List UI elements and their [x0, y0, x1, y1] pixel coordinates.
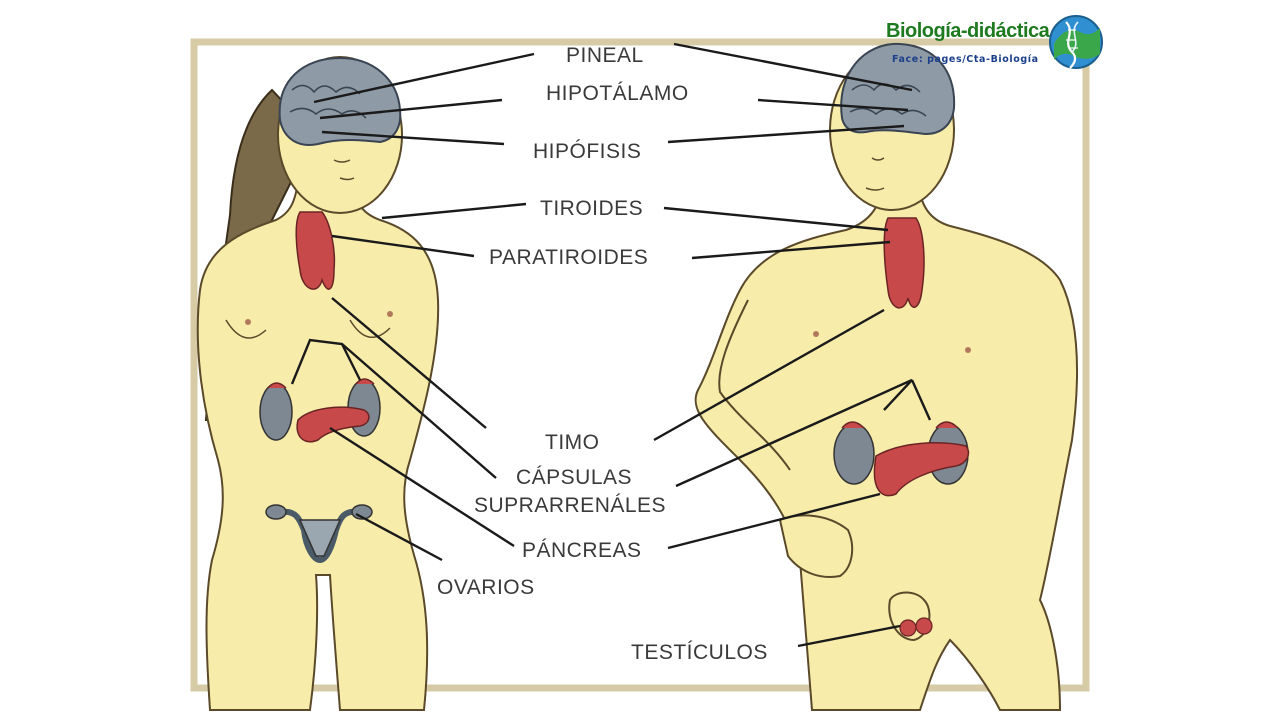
female-brain: [278, 56, 402, 146]
female-uterus-body: [298, 519, 342, 557]
line-pancreas-female: [329, 426, 515, 548]
male-kidney-left: [833, 423, 875, 485]
line-timo-male: [653, 308, 885, 442]
female-breasts: [225, 319, 391, 339]
line-hipotalamo-female: [319, 98, 503, 120]
line-tiroides-male: [663, 206, 889, 232]
male-face: [865, 157, 885, 191]
female-kidney-left: [259, 383, 293, 441]
male-nipple-right: [965, 347, 971, 353]
label-paratiroides: PARATIROIDES: [489, 246, 649, 269]
male-thyroid: [883, 217, 925, 309]
label-pancreas: PÁNCREAS: [522, 539, 642, 562]
male-pancreas: [873, 442, 970, 497]
female-adrenals: [267, 378, 375, 389]
globe-dna-icon: [1049, 15, 1103, 69]
line-pancreas-male: [667, 492, 881, 550]
line-paratiroides-male: [691, 240, 891, 260]
label-testiculos: TESTÍCULOS: [631, 641, 768, 664]
diagram-frame: [190, 38, 1090, 692]
male-body: [694, 179, 1078, 711]
male-adrenals: [841, 421, 959, 429]
line-hipotalamo-male: [757, 98, 909, 112]
label-pineal: PINEAL: [566, 44, 644, 67]
male-testicle-left: [899, 619, 917, 637]
label-capsulas: CÁPSULAS: [516, 466, 633, 489]
line-hipofisis-female: [321, 130, 505, 146]
female-nipple-left: [245, 319, 251, 325]
line-capsulas-male-b: [910, 379, 932, 421]
label-hipofisis: HIPÓFISIS: [533, 140, 642, 163]
line-tiroides-female: [381, 202, 527, 220]
line-pineal-male: [673, 42, 913, 92]
female-figure: [196, 56, 440, 711]
female-ovary-left: [265, 504, 287, 520]
line-testiculos-male: [797, 624, 901, 648]
male-figure: [694, 42, 1078, 711]
female-face: [333, 159, 355, 181]
line-timo-female: [331, 297, 487, 429]
line-hipofisis-male: [667, 124, 905, 144]
line-capsulas-female: [290, 338, 497, 479]
female-brain-folds: [289, 84, 367, 119]
label-hipotalamo: HIPOTÁLAMO: [546, 82, 689, 105]
male-arm: [718, 299, 791, 471]
line-ovarios-female: [355, 512, 443, 562]
male-nipple-left: [813, 331, 819, 337]
logo-subtitle: Face: pages/Cta-Biología: [892, 54, 1039, 65]
male-hand: [778, 514, 854, 578]
brand-logo: Biología-didáctica Face: pages/Cta-Biolo…: [884, 14, 1106, 72]
label-suprarrenales: SUPRARRENÁLES: [474, 494, 667, 517]
female-thyroid: [295, 211, 336, 290]
male-testicle-right: [915, 617, 933, 635]
line-capsulas-female-b: [340, 343, 362, 381]
label-tiroides: TIROIDES: [540, 197, 644, 220]
female-pancreas: [296, 406, 370, 443]
line-pineal-female: [313, 52, 535, 104]
female-nipple-right: [387, 311, 393, 317]
line-paratiroides-female: [331, 234, 475, 258]
label-ovarios: OVARIOS: [437, 576, 535, 599]
logo-brand-text: Biología-didáctica: [886, 20, 1050, 42]
label-timo: TIMO: [545, 431, 600, 454]
leader-lines: [290, 42, 932, 648]
